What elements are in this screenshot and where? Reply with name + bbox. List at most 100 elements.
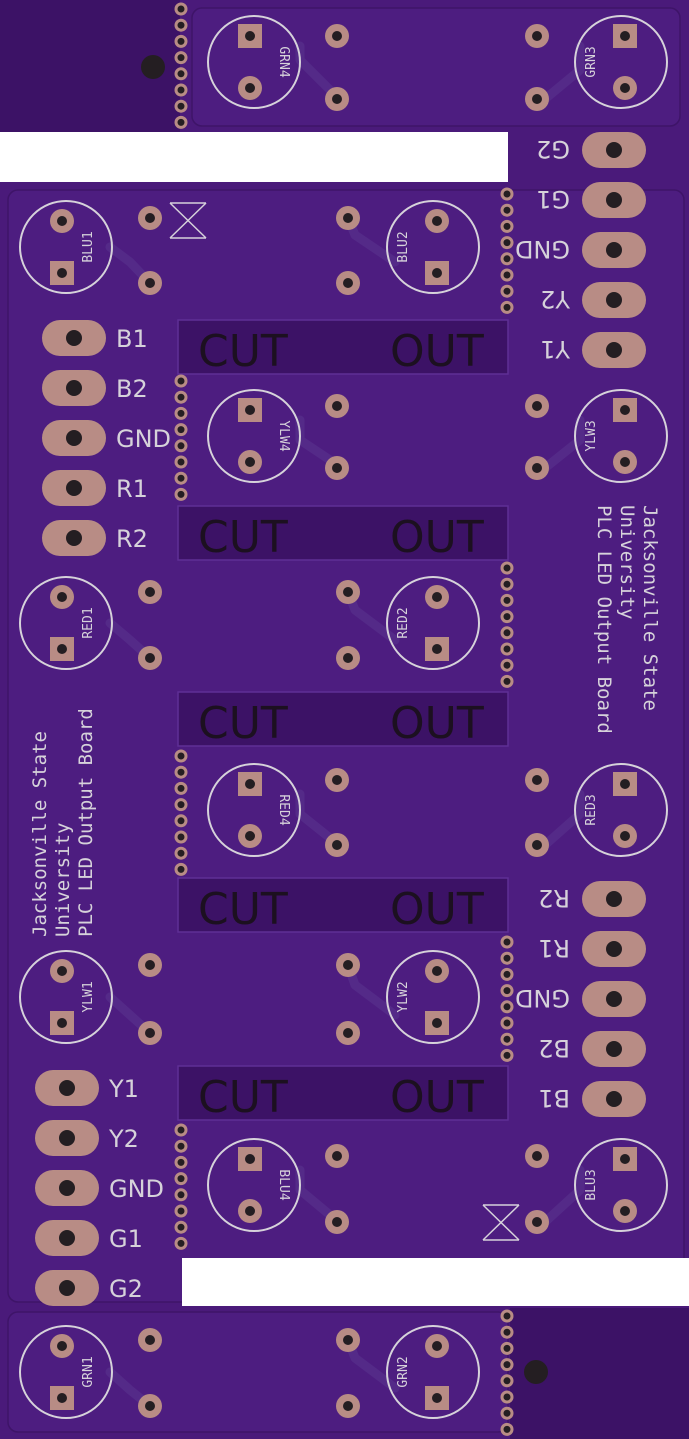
led-pad-hole <box>432 966 442 976</box>
header-pin-hole <box>177 37 185 45</box>
header-pin-hole <box>177 102 185 110</box>
header-pin-column <box>500 187 514 314</box>
cut-out-box <box>177 691 509 747</box>
header-pin-hole <box>503 1019 511 1027</box>
via-pad-hole <box>145 278 155 288</box>
connector-pad-hole <box>606 242 622 258</box>
connector-label: R2 <box>538 884 570 912</box>
led-pad-hole <box>245 1206 255 1216</box>
led-label: GRN3 <box>584 46 599 77</box>
header-pin-hole <box>503 645 511 653</box>
led-blu4: BLU4 <box>207 1138 301 1232</box>
board-panel-top <box>191 7 681 127</box>
led-pad-hole <box>57 592 67 602</box>
out-label: OUT <box>390 698 484 749</box>
led-pad-hole <box>620 31 630 41</box>
connector-pad-hole <box>66 330 82 346</box>
header-pin-hole <box>503 190 511 198</box>
via-pad-hole <box>332 401 342 411</box>
led-ylw2: YLW2 <box>386 950 480 1044</box>
title-block-right: Jacksonville State University PLC LED Ou… <box>593 505 661 734</box>
via-pad-hole <box>332 31 342 41</box>
header-pin-hole <box>177 442 185 450</box>
led-outline <box>207 1138 301 1232</box>
led-outline <box>386 950 480 1044</box>
led-pad-hole <box>245 31 255 41</box>
led-outline <box>386 200 480 294</box>
via-pad-hole <box>532 94 542 104</box>
cut-label: CUT <box>198 698 288 749</box>
title-right-line3: PLC LED Output Board <box>593 505 615 734</box>
header-pin-hole <box>177 801 185 809</box>
title-left-line2: University <box>52 823 74 937</box>
connector-label: B2 <box>116 375 148 403</box>
connector-label: R1 <box>116 475 148 503</box>
via-pad-hole <box>332 463 342 473</box>
led-outline <box>574 15 668 109</box>
mounting-hole-bottom <box>524 1360 548 1384</box>
via-pad-hole <box>532 31 542 41</box>
led-label: YLW4 <box>276 420 291 451</box>
cut-out-box <box>177 877 509 933</box>
header-pin-column <box>500 561 514 688</box>
header-pin-hole <box>503 987 511 995</box>
led-red3: RED3 <box>574 763 668 857</box>
connector-pad-hole <box>606 292 622 308</box>
header-pin-column <box>174 1123 188 1250</box>
diode-symbol-bottom <box>482 1204 520 1241</box>
led-label: YLW3 <box>584 420 599 451</box>
header-pin-hole <box>177 817 185 825</box>
connector-pad-hole <box>606 1091 622 1107</box>
header-pin-column <box>500 935 514 1062</box>
via-pad-hole <box>343 213 353 223</box>
header-pin-hole <box>177 393 185 401</box>
header-pin-hole <box>177 118 185 126</box>
title-left-line1: Jacksonville State <box>29 731 51 937</box>
led-outline <box>19 576 113 670</box>
via-pad-hole <box>343 1335 353 1345</box>
out-label: OUT <box>390 884 484 935</box>
connector-label: GND <box>515 984 570 1012</box>
via-pad-hole <box>343 1028 353 1038</box>
header-pin-hole <box>503 271 511 279</box>
cut-label: CUT <box>198 512 288 563</box>
via-pad-hole <box>145 1335 155 1345</box>
header-pin-hole <box>177 70 185 78</box>
led-label: BLU1 <box>81 231 96 262</box>
led-pad-hole <box>245 831 255 841</box>
header-pin-hole <box>503 1344 511 1352</box>
cutout-slot-top <box>0 132 508 182</box>
cutout-slot-bottom <box>182 1258 689 1306</box>
connector-label: R1 <box>538 934 570 962</box>
header-pin-column <box>500 1309 514 1436</box>
header-pin-column <box>174 749 188 876</box>
connector-label: GND <box>109 1175 164 1203</box>
header-pin-hole <box>503 661 511 669</box>
led-red2: RED2 <box>386 576 480 670</box>
connector-label: Y1 <box>540 335 571 363</box>
led-ylw1: YLW1 <box>19 950 113 1044</box>
header-pin-hole <box>177 54 185 62</box>
header-pin-hole <box>177 1207 185 1215</box>
connector-label: Y2 <box>540 285 571 313</box>
via-pad-hole <box>343 960 353 970</box>
connector-label: B1 <box>538 1084 570 1112</box>
led-red1: RED1 <box>19 576 113 670</box>
via-pad-hole <box>145 653 155 663</box>
led-pad-hole <box>620 405 630 415</box>
header-pin-hole <box>177 1142 185 1150</box>
connector-pad-hole <box>66 480 82 496</box>
header-pin-hole <box>503 1312 511 1320</box>
led-pad-hole <box>245 457 255 467</box>
connector-pad-hole <box>59 1130 75 1146</box>
cut-label: CUT <box>198 1072 288 1123</box>
connector-pad-hole <box>59 1230 75 1246</box>
led-outline <box>386 1325 480 1419</box>
connector-label: G1 <box>109 1225 143 1253</box>
led-blu2: BLU2 <box>386 200 480 294</box>
header-pin-hole <box>503 1361 511 1369</box>
led-pad-hole <box>57 966 67 976</box>
